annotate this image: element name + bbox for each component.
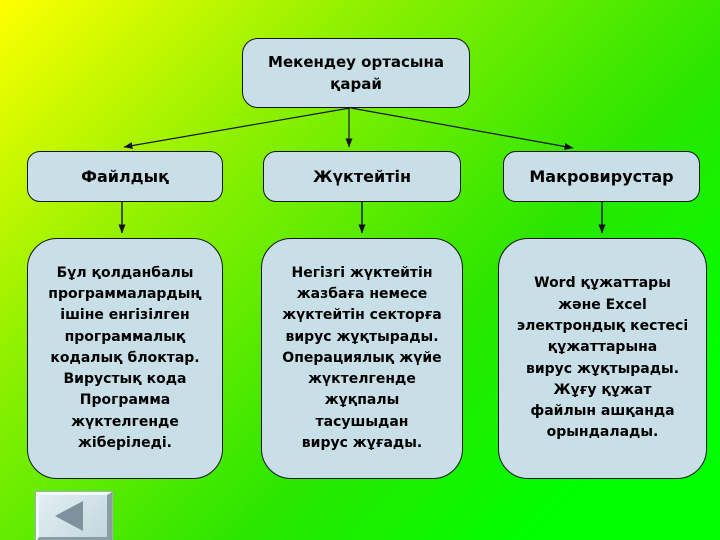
description-box-boot: Негізгі жүктейтін жазбаға немесе жүктейт… (261, 238, 463, 479)
description-box-file: Бұл қолданбалы программалардың ішіне енг… (27, 238, 223, 479)
back-icon (55, 501, 83, 531)
category-box-boot: Жүктейтін (263, 151, 461, 202)
category-box-file: Файлдық (27, 151, 223, 202)
description-box-macro: Word құжаттары және Excel электрондық ке… (498, 238, 707, 479)
category-box-macro: Макровирустар (503, 151, 700, 202)
back-button[interactable] (35, 491, 113, 540)
arrow-root-to-macro (350, 107, 574, 150)
root-box-habitat: Мекендеу ортасына қарай (242, 38, 470, 108)
arrow-root-to-file (123, 107, 351, 150)
